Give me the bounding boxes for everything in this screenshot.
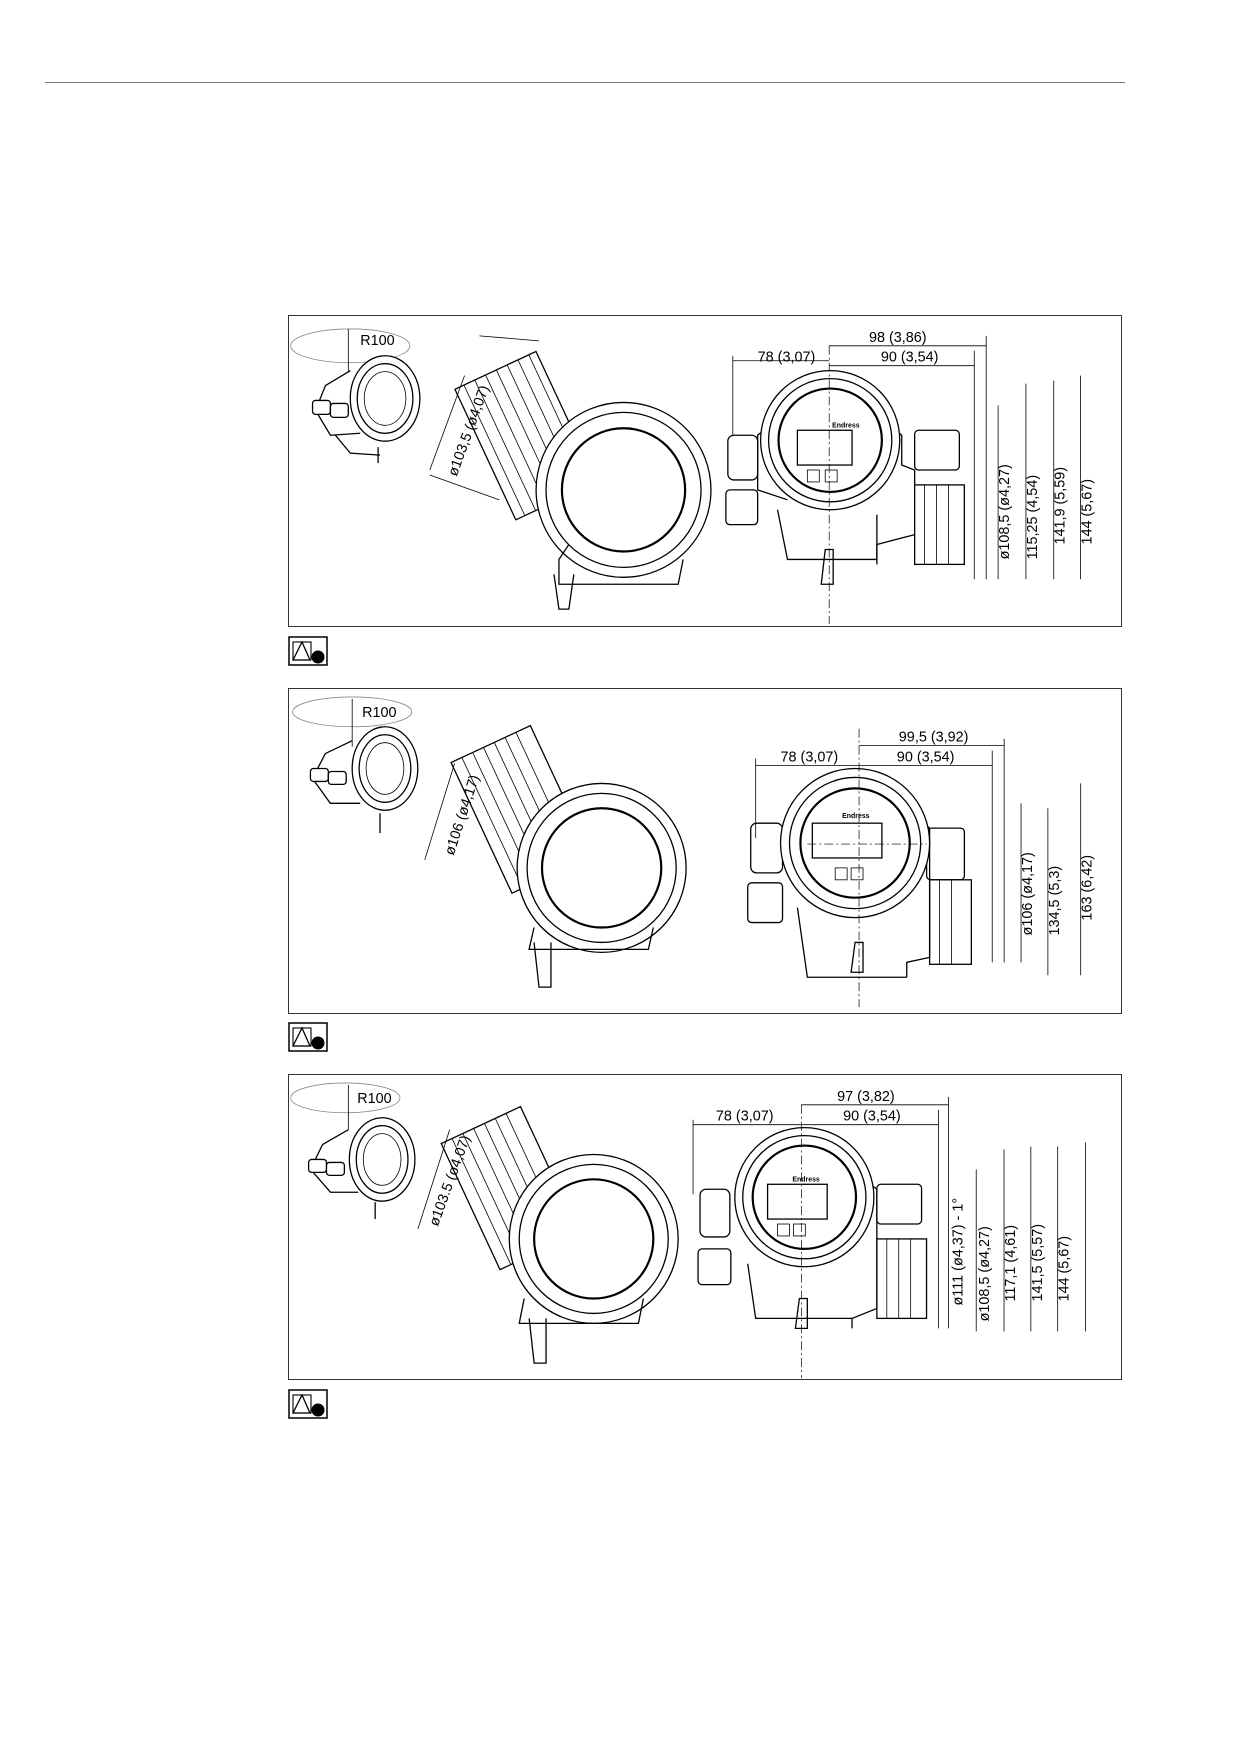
front-view-2: Endress xyxy=(747,728,973,1008)
dim-v4: 144 (5,67) xyxy=(1080,479,1096,545)
iso-small-view-3: R100 xyxy=(290,1082,416,1220)
dim-v1: ø106 (ø4,17) xyxy=(1020,852,1036,935)
view-direction-icon xyxy=(288,1389,328,1419)
radius-label: R100 xyxy=(360,333,394,349)
radius-label: R100 xyxy=(362,705,396,721)
dim-v3: 117,1 (4,61) xyxy=(1003,1225,1019,1302)
drawing-canvas-1: R100 ø103,5 (ø4,07) xyxy=(290,328,1096,625)
dim-left: 78 (3,07) xyxy=(781,750,839,766)
dimension-drawing-2: R100 ø106 (ø4,17) xyxy=(288,688,1122,1014)
dimension-lines-2: 99,5 (3,92) 78 (3,07) 90 (3,54) ø106 (ø4… xyxy=(755,730,1096,976)
view-direction-icon xyxy=(288,1022,328,1052)
brand-label: Endress xyxy=(832,422,860,429)
dimension-lines-1: 98 (3,86) 78 (3,07) 90 (3,54) ø108,5 (ø4… xyxy=(732,330,1096,580)
drawing-canvas-3: R100 ø103.5 (ø4,07) xyxy=(290,1082,1086,1379)
dim-right: 90 (3,54) xyxy=(843,1109,901,1125)
rotated-housing-view-3: ø103.5 (ø4,07) xyxy=(417,1105,679,1364)
dim-v5: 144 (5,67) xyxy=(1057,1236,1073,1302)
view-direction-icon xyxy=(288,636,328,666)
dim-v1: ø111 (ø4,37) - 1° xyxy=(950,1198,966,1306)
dim-top: 98 (3,86) xyxy=(869,330,927,346)
rotated-housing-view-1: ø103,5 (ø4,07) xyxy=(429,335,712,610)
dim-v2: 134,5 (5,3) xyxy=(1047,866,1063,936)
dim-right: 90 (3,54) xyxy=(881,350,939,366)
front-view-1: Endress xyxy=(725,345,965,625)
dim-v3: 141,9 (5,59) xyxy=(1053,467,1069,545)
iso-small-view-1: R100 xyxy=(290,328,421,464)
iso-small-view-2: R100 xyxy=(292,696,419,834)
brand-label: Endress xyxy=(842,813,870,820)
rotated-housing-view-2: ø106 (ø4,17) xyxy=(424,724,687,988)
dim-left: 78 (3,07) xyxy=(716,1109,774,1125)
dim-top: 99,5 (3,92) xyxy=(899,730,969,746)
dim-top: 97 (3,82) xyxy=(837,1089,895,1105)
radius-label: R100 xyxy=(357,1091,391,1107)
dimension-lines-3: 97 (3,82) 78 (3,07) 90 (3,54) ø111 (ø4,3… xyxy=(692,1089,1086,1332)
dim-v4: 141,5 (5,57) xyxy=(1030,1224,1046,1302)
drawing-canvas-2: R100 ø106 (ø4,17) xyxy=(292,696,1096,1008)
dimension-drawing-3: R100 ø103.5 (ø4,07) xyxy=(288,1074,1122,1380)
dimension-drawing-1: R100 ø103,5 (ø4,07) xyxy=(288,315,1122,627)
dim-v2: ø108,5 (ø4,27) xyxy=(977,1226,993,1321)
dim-v3: 163 (6,42) xyxy=(1080,855,1096,921)
brand-label: Endress xyxy=(792,1176,820,1183)
dim-v1: ø108,5 (ø4,27) xyxy=(997,464,1013,559)
dim-left: 78 (3,07) xyxy=(758,350,816,366)
dim-v2: 115,25 (4,54) xyxy=(1025,475,1041,560)
front-view-3: Endress xyxy=(697,1104,928,1379)
dim-right: 90 (3,54) xyxy=(897,750,955,766)
header-rule xyxy=(45,82,1125,83)
